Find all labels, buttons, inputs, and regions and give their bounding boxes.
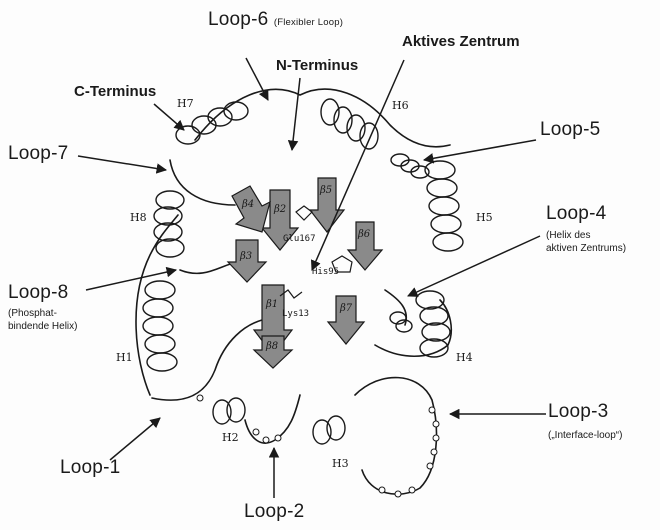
loop-bead: [433, 435, 439, 441]
helix-h5-coil: [425, 161, 463, 251]
loop-bead: [431, 449, 437, 455]
loop-5-pointer-arrow: [424, 140, 536, 160]
helix-h3-label: H3: [332, 458, 349, 469]
helix-h6-label: H6: [392, 100, 409, 111]
beta-strand-4-label: β4: [242, 200, 254, 210]
loop-bead: [409, 487, 415, 493]
active-site-label: Aktives Zentrum: [402, 34, 520, 49]
n-terminus-pointer-arrow: [292, 78, 300, 150]
residue-his95-label: His95: [312, 268, 339, 277]
glu167-side-chain: [296, 206, 312, 220]
loop-5-helix-coil: [391, 154, 429, 178]
n-terminus-label: N-Terminus: [276, 58, 358, 73]
beta-strand-2-label: β2: [274, 205, 286, 215]
loop-1-pointer-arrow: [110, 418, 160, 460]
helix-h7-label: H7: [177, 98, 194, 109]
loop-4-label: Loop-4: [546, 204, 606, 223]
helix-h8-label: H8: [130, 212, 147, 223]
loop-1-label: Loop-1: [60, 458, 120, 477]
helix-h1-label: H1: [116, 352, 133, 363]
loop-6-label: Loop-6 (Flexibler Loop): [208, 10, 343, 29]
loop-8-pointer-arrow: [86, 270, 176, 290]
helix-h5-label: H5: [476, 212, 493, 223]
loop-bead: [427, 463, 433, 469]
loop-7-pointer-arrow: [78, 156, 166, 170]
loop-bead: [379, 487, 385, 493]
loop-3-label: Loop-3: [548, 402, 608, 421]
beta-strand-3-label: β3: [240, 252, 252, 262]
loop-bead: [429, 407, 435, 413]
loop-4-pointer-arrow: [408, 236, 540, 296]
loop-7-label: Loop-7: [8, 144, 68, 163]
loop-bead: [433, 421, 439, 427]
helix-h8-coil: [154, 191, 184, 257]
helix-h1-coil: [143, 281, 177, 371]
loop-3-note: („Interface-loop“): [548, 430, 622, 443]
loop-3-ribbon: [355, 378, 436, 495]
helix-h3-coil: [313, 416, 345, 444]
loop-2-ribbon: [245, 395, 300, 443]
beta-strand-6-label: β6: [358, 230, 370, 240]
loop-7-ribbon: [170, 160, 235, 205]
helix-h6-coil: [321, 99, 378, 149]
loop-bead: [197, 395, 203, 401]
helix-h2-coil: [213, 398, 245, 424]
residue-glu167-label: Glu167: [283, 235, 316, 244]
residue-lys13-label: Lys13: [282, 310, 309, 319]
loop-5-label: Loop-5: [540, 120, 600, 139]
loop-bead: [263, 437, 269, 443]
loop-4-helix-coil: [390, 312, 412, 332]
loop-8-note: (Phosphat-bindende Helix): [8, 308, 78, 333]
beta-strand-7-label: β7: [340, 304, 352, 314]
loop-6-pointer-arrow: [246, 58, 268, 100]
beta-strand-1-label: β1: [266, 300, 278, 310]
c-terminus-label: C-Terminus: [74, 84, 156, 99]
loop-bead: [395, 491, 401, 497]
helix-h4-label: H4: [456, 352, 473, 363]
loop-bead: [253, 429, 259, 435]
helix-h2-label: H2: [222, 432, 239, 443]
beta-strand-5-label: β5: [320, 186, 332, 196]
beta-strand-8-label: β8: [266, 342, 278, 352]
loop-bead: [275, 435, 281, 441]
loop-2-label: Loop-2: [244, 502, 304, 521]
loop-8-label: Loop-8: [8, 283, 68, 302]
